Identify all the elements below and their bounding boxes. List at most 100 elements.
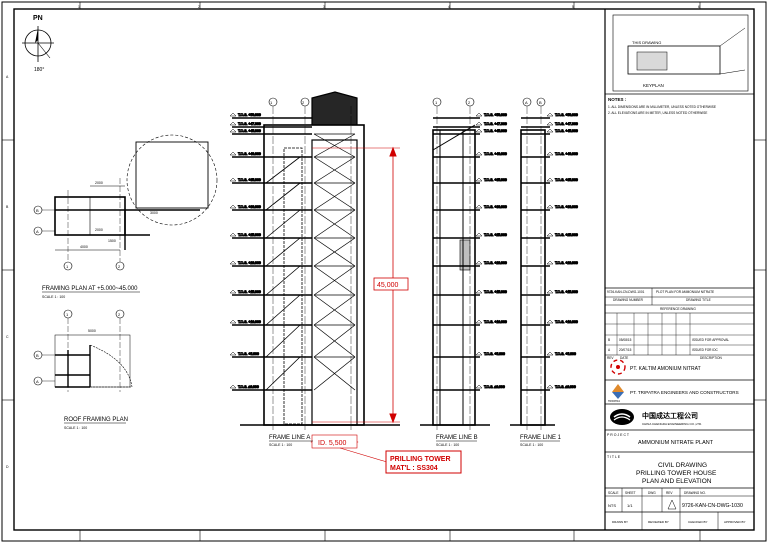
1-level-label: T.O.S. +47.000 — [555, 122, 578, 126]
tb-head-sheet: SHEET — [625, 491, 636, 495]
plan-dim-3: 2000 — [95, 228, 103, 232]
level-marker-icon — [475, 112, 483, 117]
frame-1-grid-b: B — [539, 100, 542, 105]
a-level-label: T.O.S. +5.000 — [238, 352, 259, 356]
tb-checked-by: CHECKED BY — [688, 520, 708, 524]
title-block-frame — [604, 9, 754, 530]
truss-diagonal — [313, 356, 356, 391]
a-level-label: T.O.S. +47.000 — [238, 122, 261, 126]
tb-sheet-value: 1/1 — [627, 503, 633, 508]
tb-drawn-by: DRAWN BY — [612, 520, 628, 524]
level-marker-icon — [229, 384, 237, 389]
frame-b-grid-1: 1 — [435, 100, 438, 105]
1-level-label: T.O.S. +10.000 — [555, 320, 578, 324]
plan-dim-4: 1500 — [108, 239, 116, 243]
truss-diagonal — [313, 265, 356, 296]
border-col-1: 1 — [78, 5, 80, 9]
1-level-label: T.O.S. ±0.000 — [555, 385, 576, 389]
revision-head-desc: DESCRIPTION — [700, 356, 722, 360]
stair-flight — [265, 324, 301, 358]
reference-row-no: 9726-KAN-CN-DWG-1001 — [607, 290, 645, 294]
frame-line-a-elevation — [240, 91, 400, 430]
truss-diagonal — [313, 209, 356, 239]
level-marker-icon — [546, 112, 554, 117]
frame-a-grid-2: 2 — [302, 100, 305, 105]
revision-a-desc: ISSUED FOR IDC — [692, 348, 719, 352]
level-marker-icon — [229, 121, 237, 126]
tb-head-scale: SCALE — [608, 491, 618, 495]
north-arrow-icon — [22, 26, 54, 62]
1-level-label: T.O.S. +40.000 — [555, 152, 578, 156]
contractor-company: PT. TRIPATRA ENGINEERS AND CONSTRUCTORS — [630, 390, 739, 395]
notes-line-1: 1. ALL DIMENSIONS ARE IN MILLIMETER, UNL… — [608, 105, 716, 109]
revision-head-date: DATE — [620, 356, 628, 360]
frame-b-title: FRAME LINE B — [436, 435, 478, 441]
truss-diagonal — [313, 324, 356, 358]
frame-1-grid-a: A — [525, 100, 528, 105]
plan-grid-letter-b: B — [36, 208, 39, 213]
plan-dim-1: 2000 — [95, 181, 103, 185]
level-marker-icon — [475, 128, 483, 133]
frame-1-title: FRAME LINE 1 — [520, 435, 562, 441]
height-dimension — [312, 146, 409, 424]
frame-b-grid-2: 2 — [468, 100, 471, 105]
1-level-label: T.O.S. +25.000 — [555, 233, 578, 237]
level-marker-icon — [229, 177, 237, 182]
tower-truss — [313, 133, 356, 391]
level-marker-icon — [546, 177, 554, 182]
revision-a-rev: A — [608, 348, 611, 352]
frame-a-grid-1: 1 — [270, 100, 273, 105]
stair-flight — [265, 356, 301, 391]
level-marker-icon — [229, 232, 237, 237]
tb-head-dwg-no: DRAWING NO. — [684, 491, 706, 495]
b-level-label: T.O.S. +25.000 — [484, 233, 507, 237]
frame-b-scale: SCALE 1 : 100 — [436, 443, 459, 447]
notes-title: NOTES : — [608, 97, 627, 102]
a-level-label: T.O.S. +25.000 — [238, 233, 261, 237]
notes-line-2: 2. ALL ELEVATIONS ARE IN METER, UNLESS N… — [608, 111, 707, 115]
title-line-2: PRILLING TOWER HOUSE — [636, 470, 717, 477]
a-level-label: T.O.S. +10.000 — [238, 320, 261, 324]
title-line-1: CIVIL DRAWING — [658, 462, 707, 469]
border-col-3: 3 — [323, 5, 325, 9]
b-level-label: T.O.S. +5.000 — [484, 352, 505, 356]
1-level-label: T.O.S. +15.000 — [555, 290, 578, 294]
border-row-d: D — [6, 465, 9, 469]
b-level-label: T.O.S. +40.000 — [484, 152, 507, 156]
reference-head-title: DRAWING TITLE — [686, 298, 711, 302]
level-marker-icon — [229, 204, 237, 209]
border-row-a: A — [6, 75, 9, 79]
diameter-label: ID. 5,500 — [318, 440, 347, 447]
a-level-label: T.O.S. +50.000 — [238, 113, 261, 117]
tb-drawing-no: 9726-KAN-CN-DWG-1030 — [682, 503, 743, 509]
stair-flight — [265, 237, 301, 267]
keyplan-label: KEYPLAN — [643, 83, 664, 88]
level-marker-icon — [546, 289, 554, 294]
1-level-label: T.O.S. +35.000 — [555, 178, 578, 182]
b-level-label: T.O.S. +47.000 — [484, 122, 507, 126]
tripatra-logo-icon — [612, 384, 624, 399]
roof-framing-plan — [33, 309, 133, 392]
partner-name-en: CHINA CHENGDA ENGINEERING CO.,LTD. — [642, 422, 702, 426]
level-marker-icon — [475, 260, 483, 265]
a-level-label: T.O.S. +30.000 — [238, 205, 261, 209]
level-marker-icon — [475, 151, 483, 156]
level-marker-icon — [475, 232, 483, 237]
reference-section-title: REFERENCE DRAWING — [660, 307, 696, 311]
level-marker-icon — [546, 204, 554, 209]
frame-1-scale: SCALE 1 : 100 — [520, 443, 543, 447]
truss-diagonal — [313, 156, 356, 184]
border-col-5: 5 — [572, 5, 574, 9]
revision-b-date: 05/08/15 — [619, 338, 632, 342]
plan-dim-5: 3000 — [150, 211, 158, 215]
level-marker-icon — [546, 319, 554, 324]
level-marker-icon — [475, 177, 483, 182]
a-level-label: T.O.S. +40.000 — [238, 152, 261, 156]
roof-plan-scale: SCALE 1 : 100 — [64, 426, 87, 430]
border-col-6: 6 — [698, 5, 700, 9]
level-marker-icon — [546, 351, 554, 356]
b-level-label: T.O.S. +15.000 — [484, 290, 507, 294]
stair-flight — [265, 209, 301, 239]
level-marker-icon — [546, 151, 554, 156]
